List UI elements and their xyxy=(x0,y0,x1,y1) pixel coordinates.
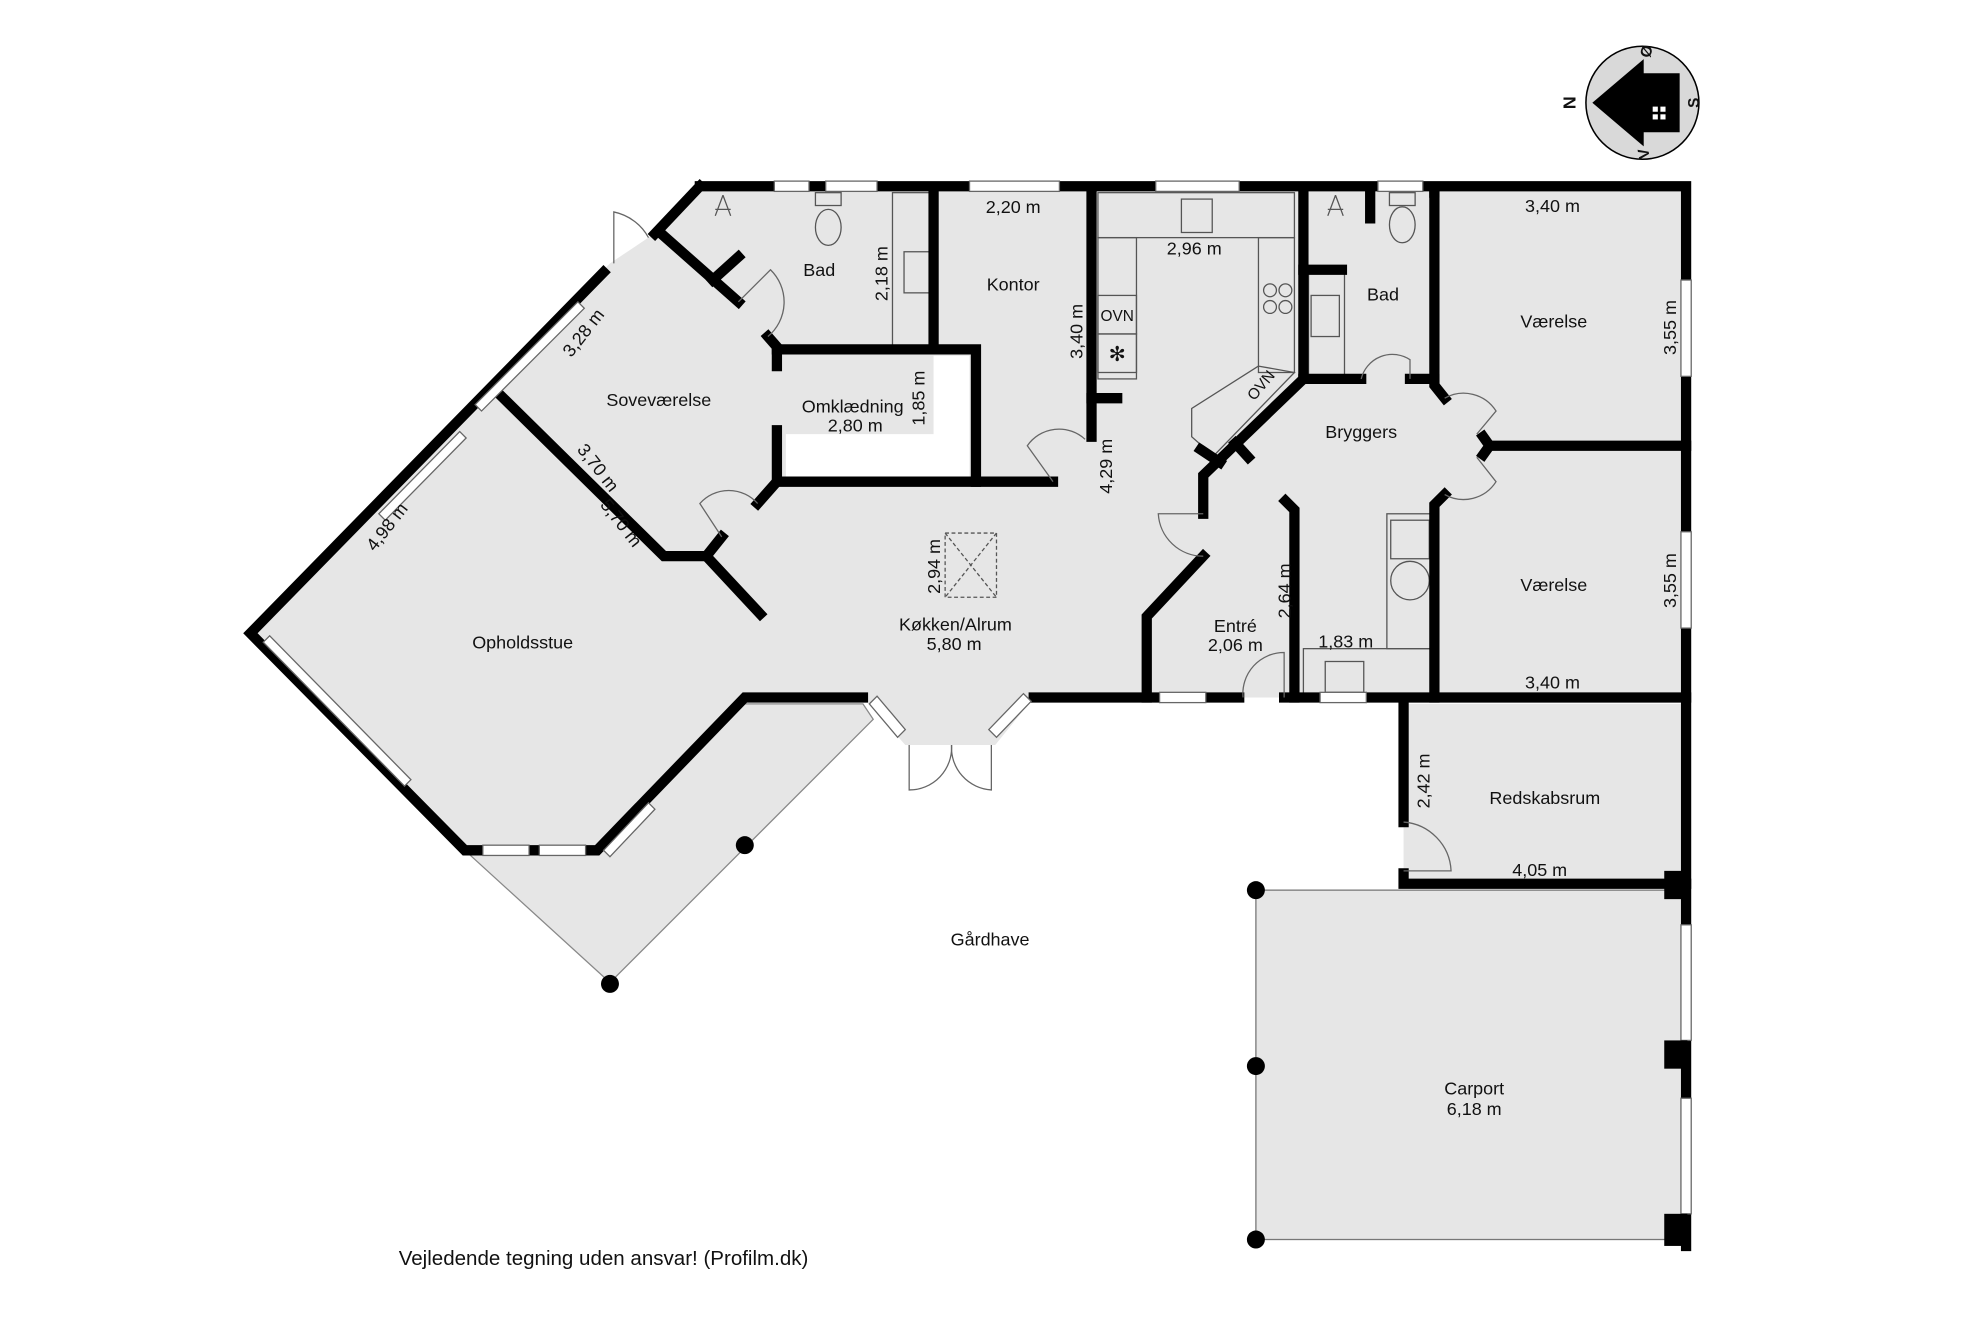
room-label-koekken: Køkken/Alrum xyxy=(899,615,1012,635)
door[interactable] xyxy=(613,211,650,264)
dim-label: 1,85 m xyxy=(909,371,929,426)
dim-label: 3,40 m xyxy=(1525,196,1580,216)
room-label-redskabsrum: Redskabsrum xyxy=(1489,788,1600,808)
shower-icon xyxy=(1327,195,1344,217)
pillar xyxy=(1664,1040,1688,1069)
dim-label: 3,40 m xyxy=(1525,672,1580,692)
door[interactable] xyxy=(1403,821,1452,872)
fridge-box xyxy=(1097,333,1138,374)
dim-label: 2,18 m xyxy=(871,246,891,301)
compass-n: N xyxy=(1560,96,1580,109)
carport-floor xyxy=(1255,889,1687,1241)
window-icon xyxy=(1652,106,1666,120)
pillar xyxy=(1664,1213,1688,1246)
kitchen-counter-right xyxy=(1257,236,1296,374)
dim-label: 2,20 m xyxy=(986,197,1041,217)
room-label-sovevaerelse: Soveværelse xyxy=(606,390,711,410)
door[interactable] xyxy=(1242,651,1285,698)
dim-label: 3,55 m xyxy=(1660,553,1680,608)
room-label-omklaedning: Omklædning xyxy=(802,396,904,416)
door[interactable] xyxy=(908,744,953,791)
skylight-cross xyxy=(944,532,997,598)
room-dim-koekken: 5,80 m xyxy=(927,634,982,654)
redskabsrum-floor xyxy=(1403,703,1687,884)
room-dim-entre: 2,06 m xyxy=(1208,635,1263,655)
compass: N Ø S V xyxy=(1560,43,1703,160)
omklaedning-wardrobe-side xyxy=(933,355,970,436)
disclaimer-footer: Vejledende tegning uden ansvar! (Profilm… xyxy=(399,1247,809,1270)
omklaedning-wardrobe xyxy=(785,434,970,477)
dim-label: 1,83 m xyxy=(1318,631,1373,651)
door[interactable] xyxy=(1360,353,1411,380)
dim-label: 4,29 m xyxy=(1096,439,1116,494)
walls xyxy=(243,178,1692,1252)
oven-label: OVN xyxy=(1101,308,1134,325)
room-label-gaardhave: Gårdhave xyxy=(951,929,1030,949)
sink-icon xyxy=(1180,198,1213,234)
dim-label: 2,94 m xyxy=(924,539,944,594)
door[interactable] xyxy=(699,489,759,538)
column xyxy=(735,836,754,855)
dim-label: 2,96 m xyxy=(1167,238,1222,258)
room-label-carport: Carport xyxy=(1444,1078,1504,1098)
compass-e: Ø xyxy=(1637,43,1657,59)
room-label-opholdsstue: Opholdsstue xyxy=(472,633,573,653)
room-dim-omklaedning: 2,80 m xyxy=(828,416,883,436)
stove-icon xyxy=(1262,283,1293,315)
room-label-bad: Bad xyxy=(803,260,835,280)
dim-label: 3,40 m xyxy=(1067,304,1087,359)
pillar xyxy=(1664,870,1688,900)
dim-label: 3,55 m xyxy=(1660,300,1680,355)
door[interactable] xyxy=(737,268,785,338)
room-label-vaerelse-bottom: Værelse xyxy=(1520,575,1587,595)
room-label-kontor: Kontor xyxy=(987,274,1040,294)
shower-icon xyxy=(714,195,732,217)
door[interactable] xyxy=(1026,428,1086,483)
room-label-bryggers: Bryggers xyxy=(1325,422,1397,442)
kitchen-counter-top xyxy=(1097,192,1296,239)
dim-label: 2,42 m xyxy=(1413,753,1433,808)
house-floor xyxy=(250,186,1687,851)
dim-label: 2,64 m xyxy=(1275,563,1295,618)
house-arrow-icon xyxy=(1592,59,1680,147)
skylight-icon xyxy=(944,532,998,598)
room-label-vaerelse-top: Værelse xyxy=(1520,312,1587,332)
door[interactable] xyxy=(1444,456,1497,501)
door[interactable] xyxy=(950,744,992,791)
door[interactable] xyxy=(1444,392,1497,435)
dim-label: 4,05 m xyxy=(1512,860,1567,880)
columns xyxy=(600,836,1688,1249)
toilet-icon xyxy=(814,208,842,246)
room-label-entre: Entré xyxy=(1214,616,1257,636)
doors[interactable] xyxy=(613,211,1497,872)
door[interactable] xyxy=(1157,513,1204,557)
toilet-tank-icon xyxy=(1388,192,1416,207)
compass-s: S xyxy=(1686,98,1703,108)
toilet-icon xyxy=(1388,206,1416,244)
column xyxy=(600,974,619,993)
column xyxy=(1246,1057,1265,1076)
windows xyxy=(262,180,1692,1215)
column xyxy=(1246,1230,1265,1249)
compass-w: V xyxy=(1635,146,1654,160)
toilet-tank-icon xyxy=(814,192,842,207)
column xyxy=(1246,881,1265,900)
room-dim-carport: 6,18 m xyxy=(1447,1099,1502,1119)
room-label-bad-right: Bad xyxy=(1367,285,1399,305)
snowflake-icon: ✻ xyxy=(1109,343,1126,366)
sink-icon xyxy=(1310,294,1341,338)
